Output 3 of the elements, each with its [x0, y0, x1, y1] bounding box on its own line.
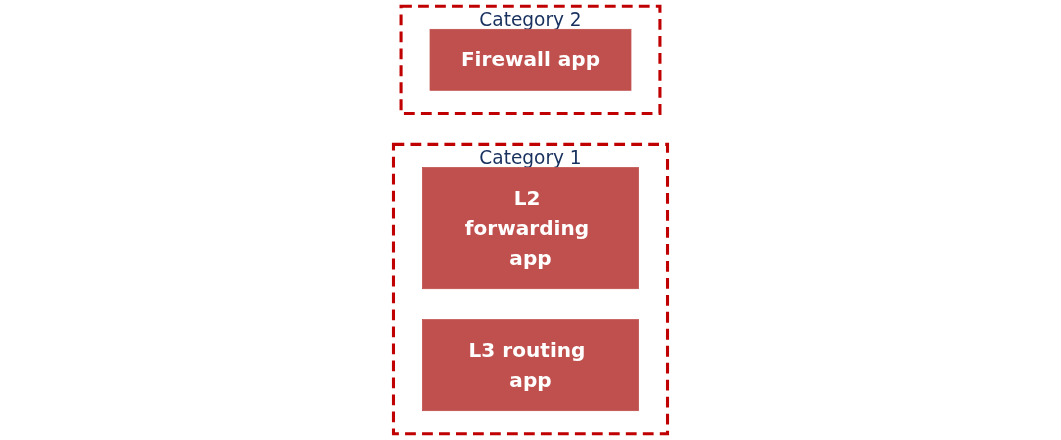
node-box: L3 routing app [422, 319, 639, 412]
node-box: L2 forwarding app [422, 167, 639, 290]
node-box: Firewall app [429, 28, 632, 91]
